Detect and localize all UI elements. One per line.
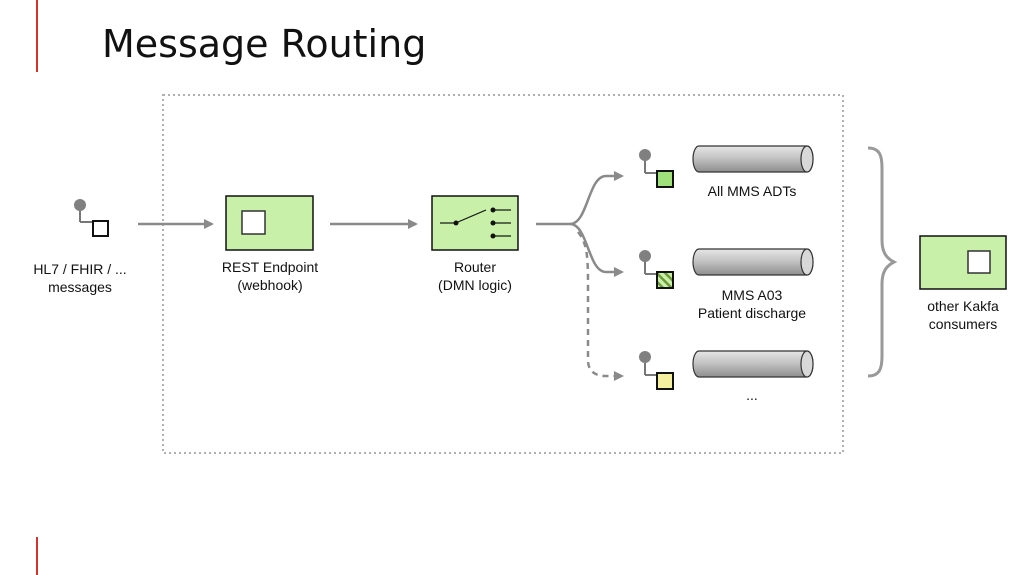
page-title: Message Routing: [102, 22, 427, 66]
endpoint-label: REST Endpoint (webhook): [221, 259, 319, 293]
consumers-label: other Kakfa consumers: [927, 298, 999, 332]
channel-1-label: All MMS ADTs: [707, 183, 797, 199]
branch-arrow-3-dashed: [577, 231, 624, 381]
channel-3-pipe: [692, 350, 814, 378]
channel-3-label: ...: [746, 387, 758, 403]
channel-2-label: MMS A03 Patient discharge: [697, 287, 807, 321]
channel-3-port-icon: [639, 351, 674, 390]
curly-brace-icon: [867, 146, 898, 378]
accent-bar-bottom: [36, 537, 38, 575]
branch-arrow-2: [569, 222, 624, 277]
channel-2-pipe: [692, 248, 814, 276]
router-label: Router (DMN logic): [438, 259, 512, 293]
kafka-consumers-box: [919, 235, 1007, 290]
router-box: [431, 195, 519, 251]
source-endpoint-icon: [74, 199, 109, 237]
channel-2-port-icon: [639, 250, 674, 289]
rest-endpoint-box: [225, 195, 314, 251]
channel-1-port-icon: [639, 149, 674, 188]
accent-bar-top: [36, 0, 38, 72]
branch-arrow-1: [569, 171, 624, 226]
system-boundary: [162, 94, 844, 454]
channel-1-pipe: [692, 145, 814, 173]
source-label: HL7 / FHIR / ... messages: [33, 261, 127, 295]
